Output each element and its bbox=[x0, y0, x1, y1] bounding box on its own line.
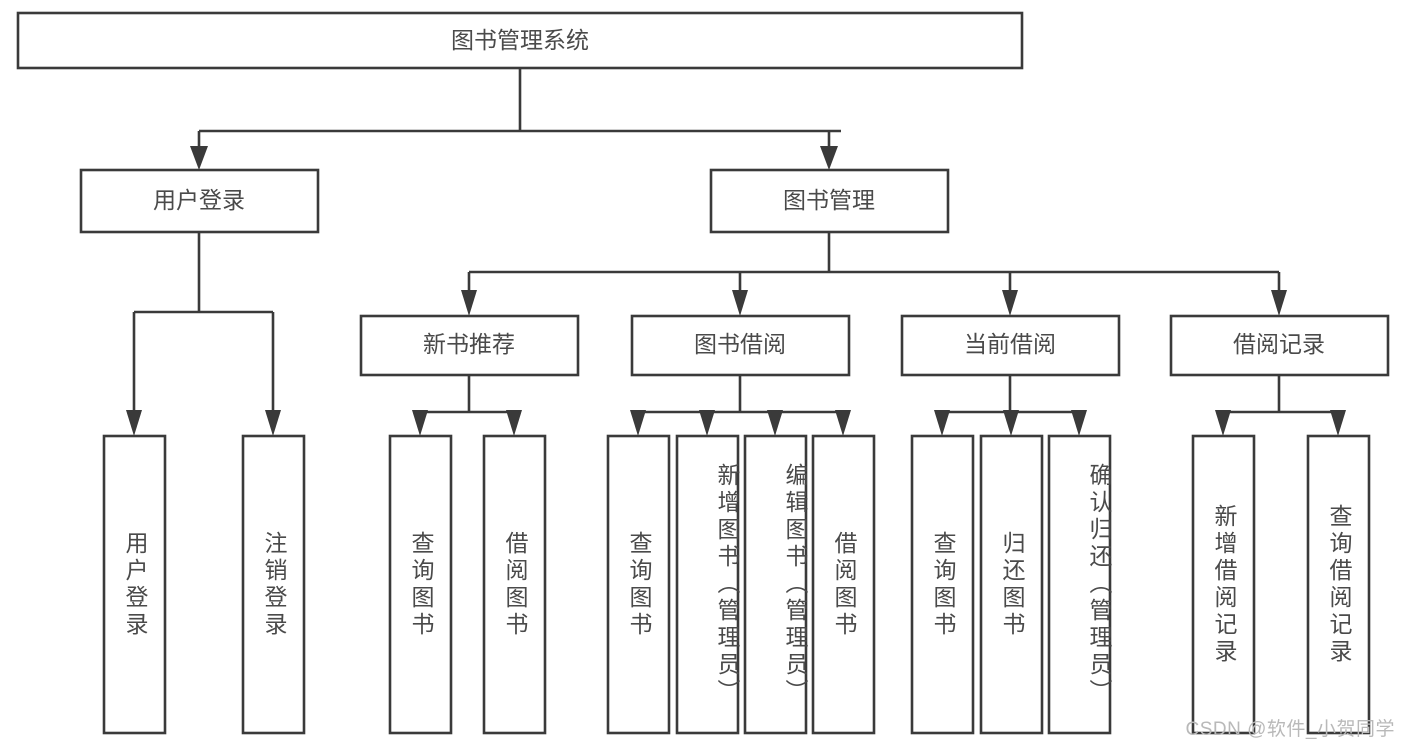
node-current-borrow-label: 当前借阅 bbox=[964, 331, 1056, 357]
arrow-head-icon bbox=[732, 290, 748, 316]
leaf-box-borrow-book[interactable] bbox=[811, 434, 876, 735]
leaf-box-borrow-book-new[interactable] bbox=[482, 434, 547, 735]
arrow-head-icon bbox=[1002, 290, 1018, 316]
arrow-head-icon bbox=[820, 146, 838, 170]
arrow-head-icon bbox=[1003, 410, 1019, 436]
node-root[interactable]: 图书管理系统 bbox=[16, 11, 1024, 70]
node-user-login[interactable]: 用户登录 bbox=[79, 168, 320, 234]
node-root-label: 图书管理系统 bbox=[451, 27, 589, 53]
leaf-box-query-book[interactable] bbox=[606, 434, 671, 735]
node-book-management[interactable]: 图书管理 bbox=[709, 168, 950, 234]
node-borrow-record-box[interactable] bbox=[1169, 314, 1390, 377]
connector-group-borrow-records bbox=[1215, 375, 1346, 436]
arrow-head-icon bbox=[767, 410, 783, 436]
node-book-borrow-box[interactable] bbox=[630, 314, 851, 377]
leaf-box-user-login[interactable] bbox=[102, 434, 167, 735]
node-user-login-label: 用户登录 bbox=[153, 187, 245, 213]
node-book-management-label: 图书管理 bbox=[783, 187, 875, 213]
leaf-box-query-borrow-record[interactable] bbox=[1306, 434, 1371, 735]
connector-group-user-login bbox=[126, 232, 281, 436]
arrow-head-icon bbox=[126, 410, 142, 436]
arrow-head-icon bbox=[699, 410, 715, 436]
connector-group-book-mgmt bbox=[461, 232, 1287, 316]
leaf-box-query-book-current[interactable] bbox=[910, 434, 975, 735]
leaf-box-edit-book-admin[interactable] bbox=[743, 434, 808, 735]
arrow-head-icon bbox=[934, 410, 950, 436]
csdn-watermark: CSDN @软件_小贺同学 bbox=[1185, 719, 1395, 740]
leaf-box-logout[interactable] bbox=[241, 434, 306, 735]
leaf-box-add-book-admin[interactable] bbox=[675, 434, 740, 735]
node-book-borrow-label: 图书借阅 bbox=[694, 331, 786, 357]
leaf-box-return-book[interactable] bbox=[979, 434, 1044, 735]
connector-group-root bbox=[190, 68, 841, 170]
leaf-box-query-book-new[interactable] bbox=[388, 434, 453, 735]
arrow-head-icon bbox=[412, 410, 428, 436]
arrow-head-icon bbox=[835, 410, 851, 436]
connector-group-book-borrow bbox=[630, 375, 851, 436]
leaf-box-add-borrow-record[interactable] bbox=[1191, 434, 1256, 735]
leaf-box-confirm-return-admin[interactable] bbox=[1047, 434, 1112, 735]
node-borrow-record[interactable]: 借阅记录 bbox=[1169, 314, 1390, 377]
arrow-head-icon bbox=[1071, 410, 1087, 436]
arrow-head-icon bbox=[461, 290, 477, 316]
node-new-book-recommend-box[interactable] bbox=[359, 314, 580, 377]
node-root-box[interactable] bbox=[16, 11, 1024, 70]
arrow-head-icon bbox=[190, 146, 208, 170]
arrow-head-icon bbox=[1271, 290, 1287, 316]
connector-group-new-books bbox=[412, 375, 522, 436]
node-book-borrow[interactable]: 图书借阅 bbox=[630, 314, 851, 377]
node-book-management-box[interactable] bbox=[709, 168, 950, 234]
node-new-book-recommend[interactable]: 新书推荐 bbox=[359, 314, 580, 377]
connector-group-current-borrow bbox=[934, 375, 1087, 436]
node-current-borrow[interactable]: 当前借阅 bbox=[900, 314, 1121, 377]
arrow-head-icon bbox=[630, 410, 646, 436]
arrow-head-icon bbox=[1330, 410, 1346, 436]
arrow-head-icon bbox=[506, 410, 522, 436]
node-user-login-box[interactable] bbox=[79, 168, 320, 234]
node-borrow-record-label: 借阅记录 bbox=[1233, 331, 1325, 357]
node-current-borrow-box[interactable] bbox=[900, 314, 1121, 377]
node-new-book-recommend-label: 新书推荐 bbox=[423, 331, 515, 357]
arrow-head-icon bbox=[265, 410, 281, 436]
arrow-head-icon bbox=[1215, 410, 1231, 436]
